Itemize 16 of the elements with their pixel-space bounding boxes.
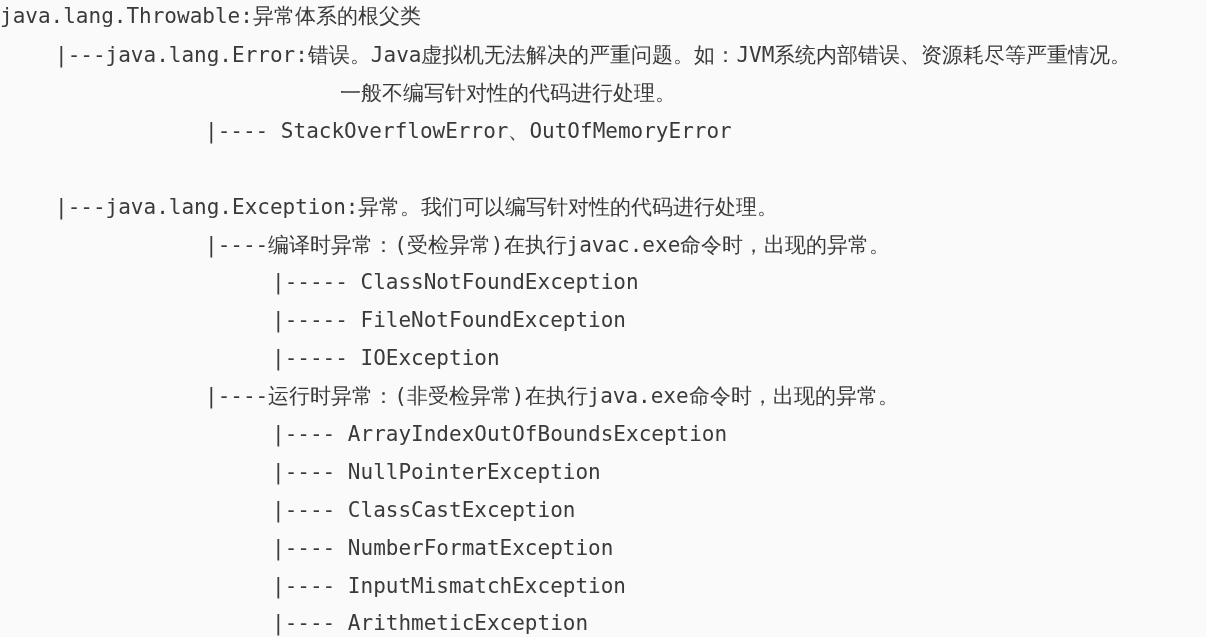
description-text: 一般不编写针对性的代码进行处理。 bbox=[340, 80, 676, 107]
tree-branch-text: |---java.lang.Exception:异常。我们可以编写针对性的代码进行处理。 bbox=[55, 194, 779, 221]
tree-branch-text: |----编译时异常：(受检异常)在执行javac.exe命令时，出现的异常。 bbox=[205, 232, 891, 259]
tree-branch-text: |---java.lang.Error:错误。Java虚拟机无法解决的严重问题。如：JVM系统内部错误、资源耗尽等严重情况。 bbox=[55, 42, 1132, 69]
tree-branch-text: |----- IOException bbox=[272, 345, 500, 372]
tree-branch-text: |---- ArrayIndexOutOfBoundsException bbox=[272, 421, 728, 448]
tree-branch-text: |---- ArithmeticException bbox=[272, 610, 589, 637]
tree-branch-text: |---- ClassCastException bbox=[272, 497, 576, 524]
tree-branch-text: |---- NullPointerException bbox=[272, 459, 601, 486]
tree-branch-text: |---- InputMismatchException bbox=[272, 573, 626, 600]
tree-branch-text: |---- NumberFormatException bbox=[272, 535, 614, 562]
tree-branch-text: |----- ClassNotFoundException bbox=[272, 269, 639, 296]
tree-branch-text: |----- FileNotFoundException bbox=[272, 307, 626, 334]
tree-branch-text: |----运行时异常：(非受检异常)在执行java.exe命令时，出现的异常。 bbox=[205, 383, 899, 410]
root-class-text: java.lang.Throwable:异常体系的根父类 bbox=[0, 3, 421, 30]
tree-branch-text: |---- StackOverflowError、OutOfMemoryError bbox=[205, 118, 732, 145]
